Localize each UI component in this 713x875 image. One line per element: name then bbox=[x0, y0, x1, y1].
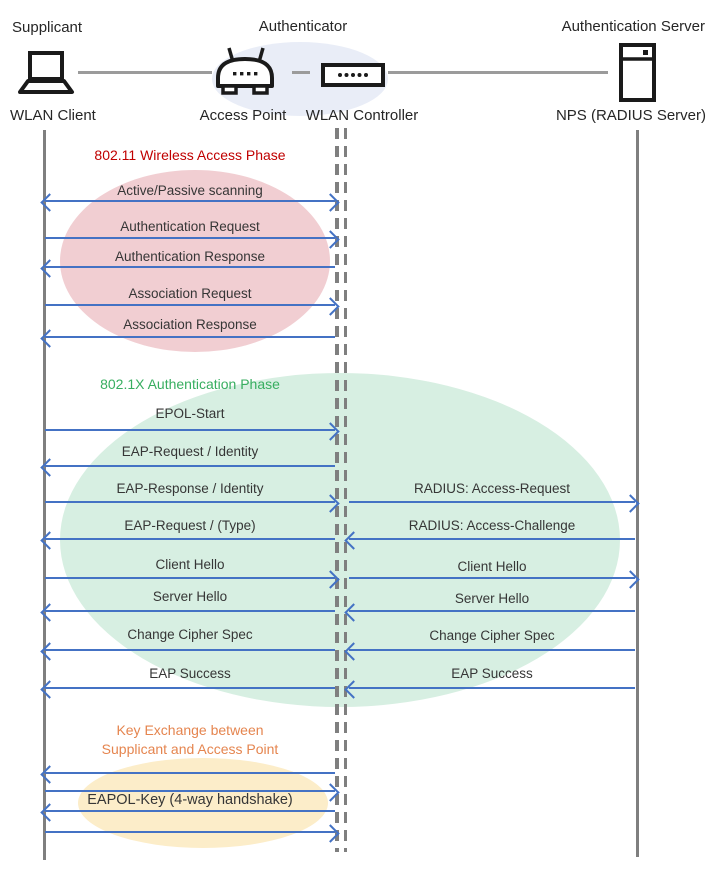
msg-eap-response-identity: EAP-Response / Identity bbox=[116, 481, 264, 496]
arrow-eap-request-type bbox=[40, 530, 335, 550]
phase1-title: 802.11 Wireless Access Phase bbox=[94, 147, 286, 163]
phase3-title-line1: Key Exchange between bbox=[116, 722, 264, 738]
msg-radius-access-request: RADIUS: Access-Request bbox=[413, 481, 571, 496]
arrow-client-hello-left bbox=[45, 569, 340, 589]
laptop-icon bbox=[14, 50, 76, 96]
wlan-controller-label: WLAN Controller bbox=[305, 107, 419, 124]
arrow-change-cipher-left bbox=[40, 641, 335, 661]
lifeline-wlan-controller-b bbox=[343, 128, 347, 852]
connector-client-ap bbox=[78, 71, 212, 74]
arrow-eap-request-identity bbox=[40, 457, 335, 477]
msg-eap-request-type: EAP-Request / (Type) bbox=[124, 518, 256, 533]
msg-auth-response: Authentication Response bbox=[114, 249, 266, 264]
msg-assoc-response: Association Response bbox=[123, 317, 257, 332]
msg-eap-success-right: EAP Success bbox=[451, 666, 533, 681]
authenticator-role-label: Authenticator bbox=[258, 18, 348, 35]
arrow-radius-access-challenge bbox=[344, 530, 635, 550]
arrow-assoc-response bbox=[40, 328, 335, 348]
arrow-auth-response bbox=[40, 258, 335, 278]
arrow-change-cipher-right bbox=[344, 641, 635, 661]
arrow-eap-success-right bbox=[344, 679, 635, 699]
arrow-eapol-key-4 bbox=[45, 823, 340, 843]
arrow-radius-access-request bbox=[349, 493, 640, 513]
phase3-title-line2: Supplicant and Access Point bbox=[101, 741, 279, 757]
msg-radius-access-challenge: RADIUS: Access-Challenge bbox=[408, 518, 576, 533]
arrow-server-hello-left bbox=[40, 602, 335, 622]
arrow-eap-success-left bbox=[40, 679, 335, 699]
auth-server-role-label: Authentication Server bbox=[561, 18, 705, 35]
msg-change-cipher-left: Change Cipher Spec bbox=[127, 627, 253, 642]
connector-ap-controller bbox=[292, 71, 310, 74]
nps-label: NPS (RADIUS Server) bbox=[555, 107, 706, 124]
msg-auth-request: Authentication Request bbox=[120, 219, 260, 234]
wlan-client-label: WLAN Client bbox=[10, 107, 96, 124]
access-point-label: Access Point bbox=[199, 107, 287, 124]
lifeline-wlan-controller-a bbox=[335, 128, 339, 852]
msg-client-hello-left: Client Hello bbox=[155, 557, 225, 572]
arrow-assoc-request bbox=[45, 296, 340, 316]
arrow-auth-request bbox=[45, 229, 340, 249]
phase2-title: 802.1X Authentication Phase bbox=[100, 376, 280, 392]
wlan-controller-icon bbox=[321, 63, 385, 87]
msg-assoc-request: Association Request bbox=[128, 286, 252, 301]
arrow-epol-start bbox=[45, 421, 340, 441]
arrow-scanning bbox=[40, 192, 340, 212]
arrow-eap-response-identity bbox=[45, 493, 340, 513]
lifeline-wlan-client bbox=[42, 130, 46, 860]
arrow-eapol-key-3 bbox=[40, 802, 335, 822]
msg-eapol-key: EAPOL-Key (4-way handshake) bbox=[87, 792, 293, 808]
arrow-eapol-key-1 bbox=[40, 764, 335, 784]
msg-change-cipher-right: Change Cipher Spec bbox=[429, 628, 555, 643]
connector-controller-server bbox=[388, 71, 608, 74]
msg-scanning: Active/Passive scanning bbox=[117, 183, 263, 198]
server-icon bbox=[618, 43, 658, 103]
msg-client-hello-right: Client Hello bbox=[457, 559, 527, 574]
msg-eap-request-identity: EAP-Request / Identity bbox=[121, 444, 259, 459]
access-point-icon bbox=[212, 46, 278, 98]
msg-epol-start: EPOL-Start bbox=[155, 406, 225, 421]
msg-eap-success-left: EAP Success bbox=[149, 666, 231, 681]
msg-server-hello-left: Server Hello bbox=[152, 589, 228, 604]
phase2-ellipse bbox=[60, 373, 620, 707]
arrow-client-hello-right bbox=[349, 569, 640, 589]
supplicant-role-label: Supplicant bbox=[12, 19, 83, 36]
msg-server-hello-right: Server Hello bbox=[454, 591, 530, 606]
lifeline-nps bbox=[635, 130, 639, 857]
arrow-server-hello-right bbox=[344, 602, 635, 622]
arrow-eapol-key-2 bbox=[45, 782, 340, 802]
